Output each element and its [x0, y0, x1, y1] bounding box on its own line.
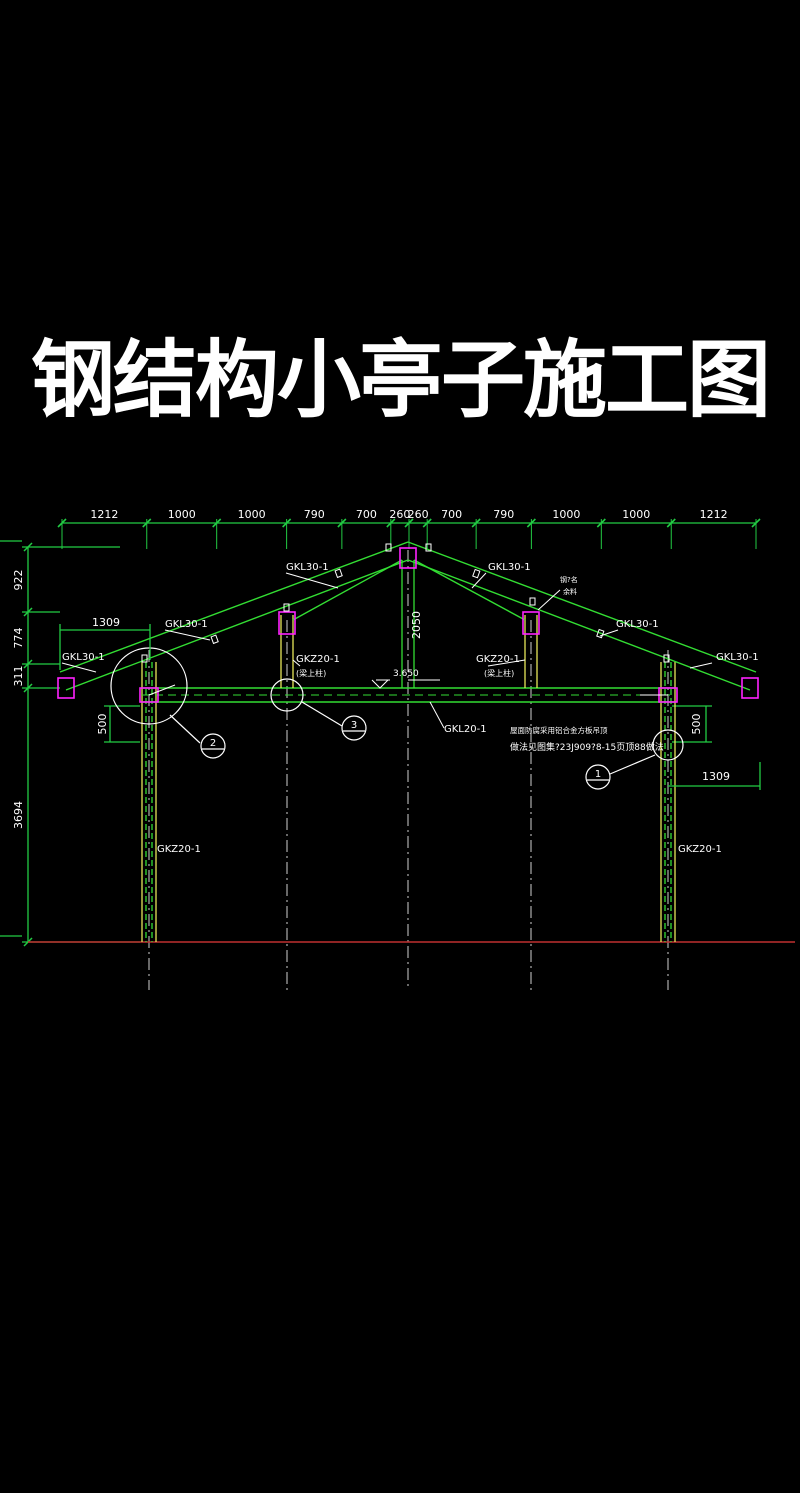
top-dim-text: 1212	[700, 508, 728, 521]
top-dim-text: 790	[493, 508, 514, 521]
left-dim-774: 774	[12, 628, 25, 649]
label-gkl30-mid-left: GKL30-1	[165, 619, 208, 630]
label-gkl30-top-right: GKL30-1	[488, 562, 531, 573]
label-dim-1309-left: 1309	[92, 616, 120, 629]
label-gkl30-mid-right: GKL30-1	[616, 619, 659, 630]
label-gkz20-col-left: GKZ20-1	[157, 844, 201, 855]
detail-callouts	[110, 647, 684, 790]
label-note-line1: 屋面防腐采用铝合金方板吊顶	[510, 725, 608, 735]
label-post-note-right: (梁上柱)	[484, 668, 514, 678]
left-dimension-ticks	[23, 542, 33, 947]
top-dimension-ticks	[57, 518, 761, 549]
label-gkz20-post-right: GKZ20-1	[476, 654, 520, 665]
label-post-note-left: (梁上柱)	[296, 668, 326, 678]
secondary-dimensions	[59, 624, 761, 790]
left-dim-311: 311	[12, 666, 25, 687]
label-gkl30-end-right: GKL30-1	[716, 652, 759, 663]
top-dim-text: 1212	[90, 508, 118, 521]
label-small-note1: 钢?名	[560, 575, 578, 584]
left-dim-3694: 3694	[12, 801, 25, 829]
top-dim-text: 1000	[168, 508, 196, 521]
label-gkl30-top-left: GKL30-1	[286, 562, 329, 573]
detail-2-number: 2	[210, 738, 216, 749]
label-dim-1309-right: 1309	[702, 770, 730, 783]
left-dimension-chain	[0, 540, 712, 943]
label-gkz20-post-left: GKZ20-1	[296, 654, 340, 665]
rafters	[59, 541, 757, 691]
ceiling-beam	[142, 687, 675, 703]
left-dim-922: 922	[12, 570, 25, 591]
label-note-line2: 做法见图集?23J909?8-15页顶88做法	[510, 741, 664, 753]
leader-lines	[61, 572, 713, 729]
top-dim-text: 700	[356, 508, 377, 521]
top-dim-text: 790	[304, 508, 325, 521]
left-dim-500: 500	[96, 714, 109, 735]
label-gkl20: GKL20-1	[444, 724, 487, 735]
label-dim-2050: 2050	[410, 611, 423, 639]
detail-1-number: 1	[595, 769, 601, 780]
top-dim-text: 700	[441, 508, 462, 521]
joint-plates	[57, 547, 759, 703]
label-gkz20-col-right: GKZ20-1	[678, 844, 722, 855]
page-title: 钢结构小亭子施工图	[28, 329, 773, 432]
member-labels: GKL30-1 GKL30-1 GKL30-1 GKL30-1 GKL30-1 …	[62, 562, 759, 855]
top-dim-text: 260	[389, 508, 410, 521]
axis-lines	[148, 550, 669, 990]
top-dim-text: 1000	[552, 508, 580, 521]
top-dim-text: 1000	[238, 508, 266, 521]
label-gkl30-end-left: GKL30-1	[62, 652, 105, 663]
top-dim-text: 260	[408, 508, 429, 521]
detail-3-number: 3	[351, 720, 357, 731]
right-dim-500: 500	[690, 714, 703, 735]
posts-on-beam	[280, 560, 538, 688]
columns	[141, 662, 676, 942]
detail-numbers: 1 2 3	[210, 720, 601, 780]
label-elevation: 3.650	[393, 669, 419, 679]
rafter-markers	[141, 543, 670, 663]
label-small-note2: 余料	[563, 587, 577, 596]
left-dimension-texts: 922 774 311 500 3694 500	[12, 570, 703, 830]
top-dim-text: 1000	[622, 508, 650, 521]
